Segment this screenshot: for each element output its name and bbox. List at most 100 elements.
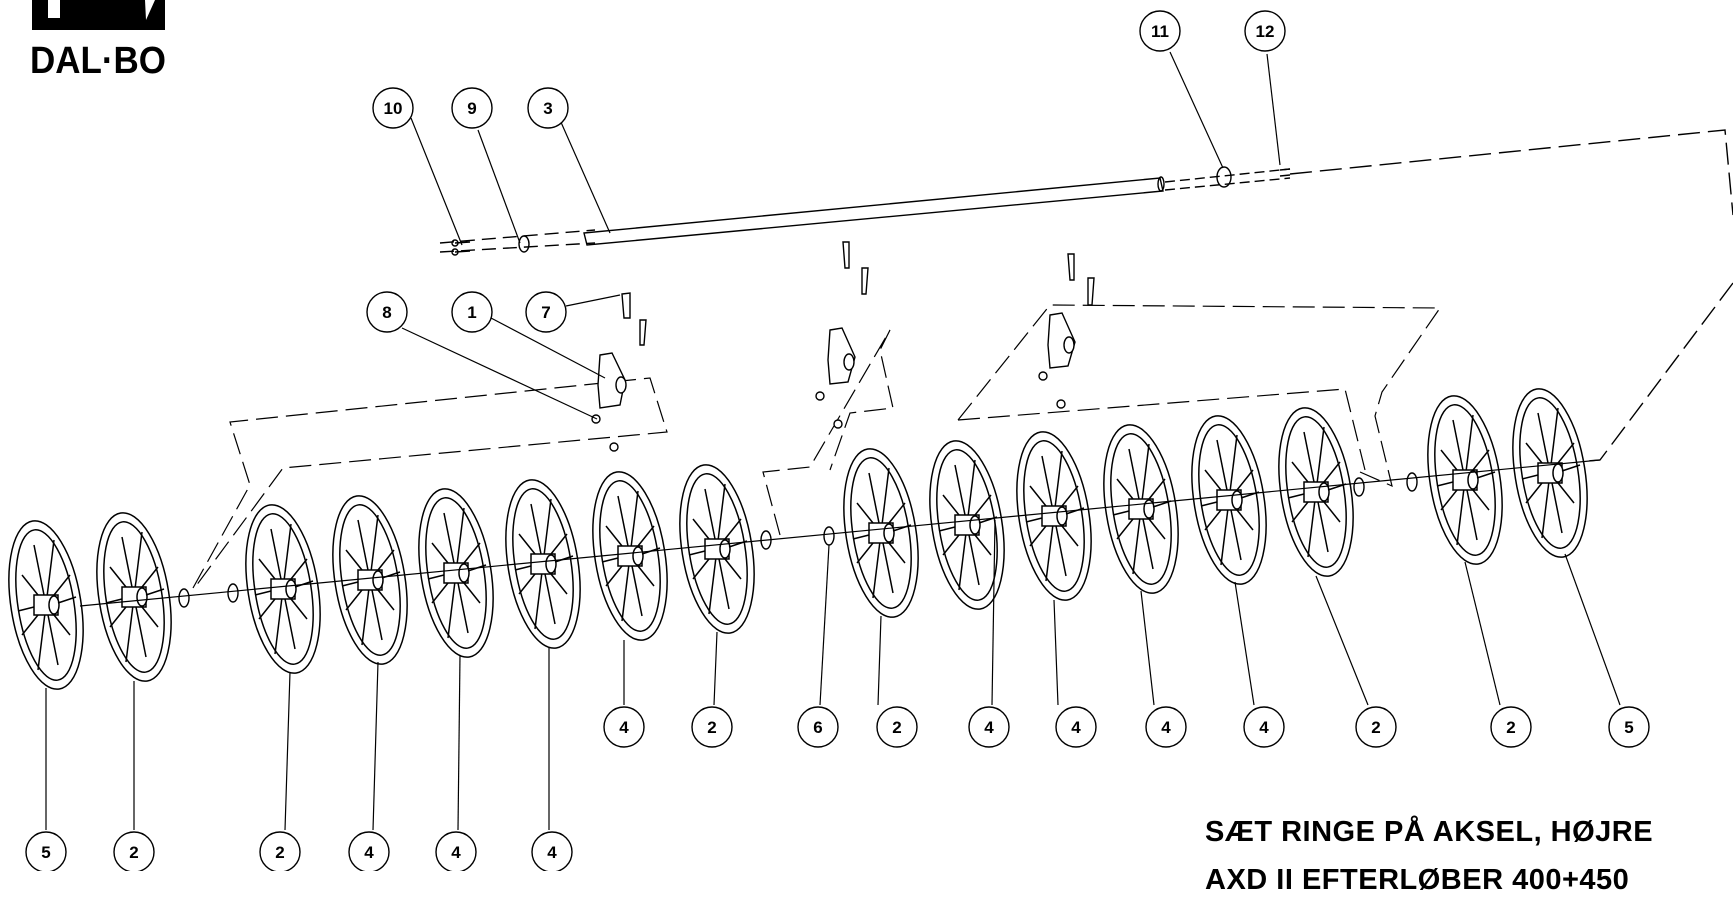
ring [929, 440, 1005, 610]
ring [1427, 395, 1503, 565]
callout-label: 2 [129, 843, 138, 862]
callout-7: 7 [525, 291, 567, 333]
leader-line [1140, 590, 1155, 706]
callout-label: 4 [984, 718, 994, 737]
callout-label: 4 [364, 843, 374, 862]
callout-circle [1355, 706, 1397, 748]
leader-line [559, 119, 611, 234]
callout-circle [372, 87, 414, 129]
ring [679, 464, 755, 634]
callout-9: 9 [451, 87, 493, 129]
callout-circle [1145, 706, 1187, 748]
ring [843, 448, 919, 618]
ring [1016, 431, 1092, 601]
callout-label: 6 [813, 718, 822, 737]
callout-circle [531, 831, 573, 871]
callout-label: 9 [467, 99, 476, 118]
leader-line [477, 129, 521, 244]
callout-circle [1608, 706, 1650, 748]
callout-circle [603, 706, 645, 748]
callout-circle [366, 291, 408, 333]
callout-8: 8 [366, 291, 408, 333]
title-block: SÆT RINGE PÅ AKSEL, HØJRE AXD II EFTERLØ… [1205, 808, 1725, 904]
callout-label: 2 [1506, 718, 1515, 737]
callout-circle [25, 831, 67, 871]
assembly-dash-lines [192, 304, 1442, 591]
callout-label: 7 [541, 303, 550, 322]
leader-line [410, 117, 463, 246]
callout-circle [1055, 706, 1097, 748]
ring [1512, 388, 1588, 558]
callout-circle [876, 706, 918, 748]
leader-line [991, 519, 996, 706]
callout-circle [527, 87, 569, 129]
callout-circle [435, 831, 477, 871]
callout-6: 6 [797, 706, 839, 748]
callout-4: 4 [348, 831, 390, 871]
callout-label: 2 [707, 718, 716, 737]
ring [592, 471, 668, 641]
callout-circle [1490, 706, 1532, 748]
callout-5: 5 [25, 831, 67, 871]
callout-label: 4 [451, 843, 461, 862]
callout-2: 2 [259, 831, 301, 871]
callout-label: 2 [275, 843, 284, 862]
leader-line [457, 654, 461, 831]
callout-4: 4 [1145, 706, 1187, 748]
leader-line [284, 671, 291, 831]
callout-2: 2 [691, 706, 733, 748]
mounting-hardware [178, 241, 1418, 608]
callout-2: 2 [876, 706, 918, 748]
title-line-1: SÆT RINGE PÅ AKSEL, HØJRE [1205, 816, 1654, 848]
ring [96, 512, 172, 682]
title-line-2: AXD II EFTERLØBER 400+450 [1205, 864, 1630, 896]
leader-line [1234, 581, 1255, 706]
leader-line [1169, 51, 1224, 169]
leader-line [819, 544, 830, 706]
callout-label: 3 [543, 99, 552, 118]
leader-line [372, 661, 379, 831]
callout-2: 2 [1355, 706, 1397, 748]
callout-circle [691, 706, 733, 748]
callout-12: 12 [1244, 10, 1286, 52]
callout-label: 4 [1161, 718, 1171, 737]
leader-line [490, 317, 606, 379]
callout-2: 2 [1490, 706, 1532, 748]
callout-11: 11 [1139, 10, 1181, 52]
leader-line [401, 327, 598, 420]
callout-4: 4 [531, 831, 573, 871]
callout-label: 4 [619, 718, 629, 737]
leader-line [1053, 599, 1059, 706]
callout-label: 4 [1071, 718, 1081, 737]
callout-circle [1139, 10, 1181, 52]
callout-circle [348, 831, 390, 871]
leader-line [1315, 575, 1369, 706]
callout-circle [451, 291, 493, 333]
callout-label: 4 [547, 843, 557, 862]
callout-1: 1 [451, 291, 493, 333]
ring-stack [8, 388, 1588, 690]
logo-text: DAL·BO [30, 40, 166, 82]
axle-core-line [79, 459, 1601, 607]
callout-circle [525, 291, 567, 333]
callout-10: 10 [372, 87, 414, 129]
callout-label: 12 [1256, 22, 1275, 41]
ring [1103, 424, 1179, 594]
callout-circle [113, 831, 155, 871]
exploded-view-drawing: DAL·BO [8, 0, 1733, 871]
leader-line [1564, 553, 1621, 706]
ring [1191, 415, 1267, 585]
ring [332, 495, 408, 665]
ring [8, 520, 84, 690]
leader-line [1464, 561, 1501, 706]
callout-label: 2 [1371, 718, 1380, 737]
callout-label: 11 [1151, 22, 1169, 41]
leader-line [877, 615, 882, 706]
leader-line [713, 631, 718, 706]
callout-leaders [45, 51, 1621, 831]
ring [505, 479, 581, 649]
ring [1278, 407, 1354, 577]
callout-label: 10 [384, 99, 403, 118]
callout-4: 4 [435, 831, 477, 871]
